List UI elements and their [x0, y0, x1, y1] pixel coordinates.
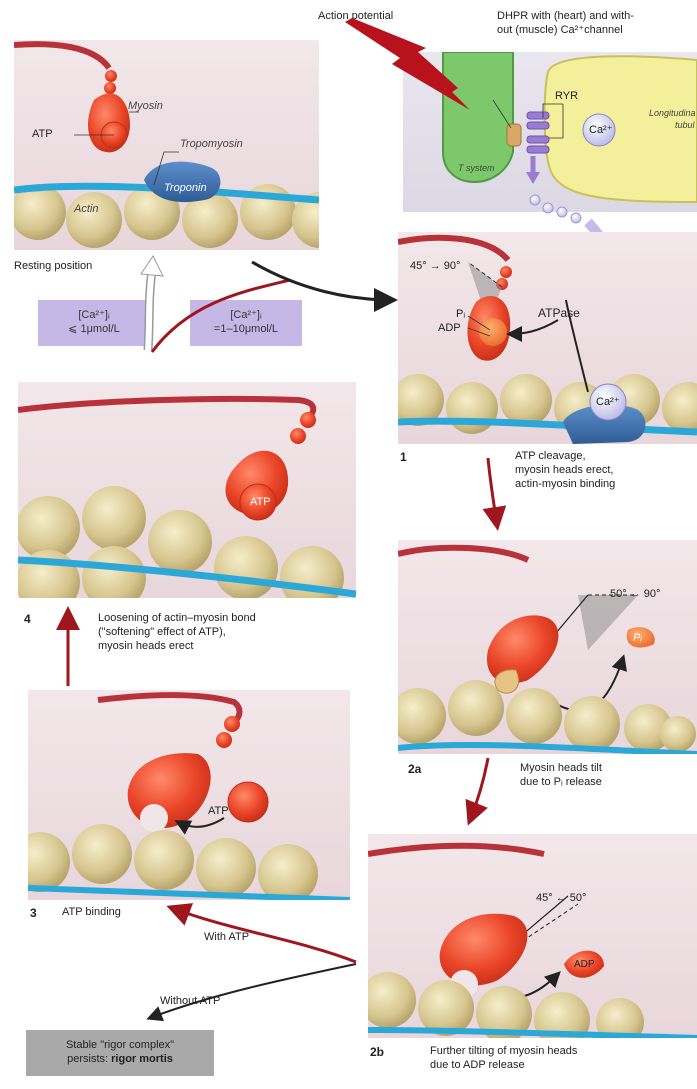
rigor-line2-prefix: persists:: [67, 1053, 111, 1065]
rigor-mortis-box: Stable "rigor complex" persists: rigor m…: [26, 1030, 214, 1076]
rigor-line2-bold: rigor mortis: [111, 1053, 173, 1065]
rigor-line2: persists: rigor mortis: [26, 1052, 214, 1066]
rigor-line1: Stable "rigor complex": [26, 1038, 214, 1052]
without-atp-label: Without ATP: [160, 995, 220, 1008]
with-atp-label: With ATP: [204, 931, 249, 944]
